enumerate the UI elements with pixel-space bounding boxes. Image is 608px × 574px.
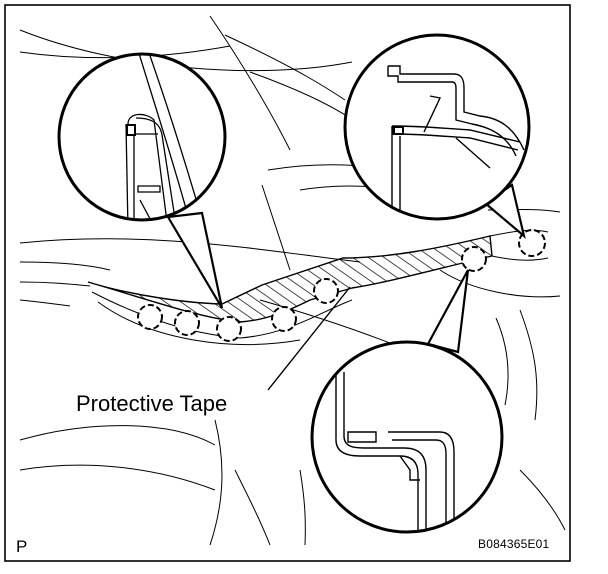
clip-marker-6 (461, 246, 487, 272)
body-panel-lines (19, 15, 566, 546)
body-edge-line (97, 301, 301, 345)
clip-marker-5 (313, 278, 339, 304)
callout-leader-line (267, 286, 351, 391)
clip-markers (137, 229, 546, 342)
clip-marker-3 (216, 316, 242, 342)
clip-marker-4 (271, 306, 297, 332)
protective-tape-label: Protective Tape (76, 391, 228, 416)
detail-left-pointer (166, 211, 224, 309)
clip-marker-1 (137, 304, 163, 330)
detail-view-bottom (310, 269, 504, 534)
detail-view-right (343, 33, 531, 239)
corner-letter: P (16, 537, 28, 556)
clip-marker-7 (518, 229, 546, 257)
diagram-frame (4, 4, 571, 562)
detail-bottom-pointer (426, 269, 470, 354)
clip-marker-2 (174, 310, 200, 336)
detail-view-left (57, 52, 227, 309)
figure-code: B084365E01 (478, 537, 550, 551)
